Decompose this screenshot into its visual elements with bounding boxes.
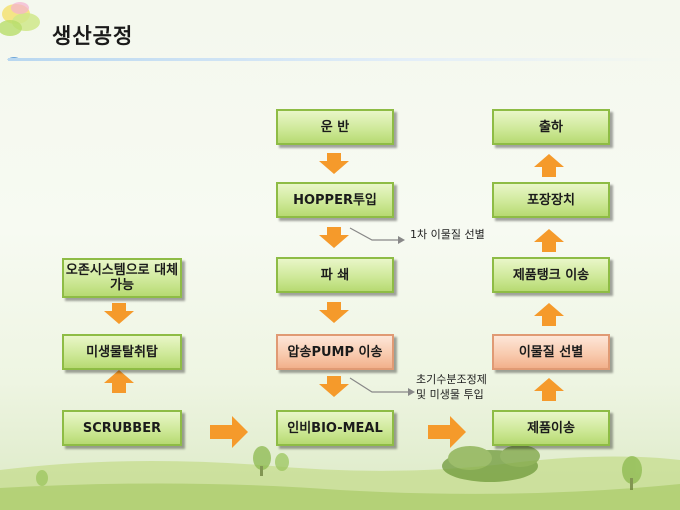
node-tank: 제품탱크 이송 bbox=[492, 257, 610, 293]
arrow-down-icon bbox=[319, 153, 349, 397]
node-transport: 운 반 bbox=[276, 109, 394, 145]
node-biomeal: 인비BIO-MEAL bbox=[276, 410, 394, 446]
arrow-right-icon bbox=[210, 416, 466, 448]
arrow-up-icon bbox=[534, 154, 564, 401]
node-ozone: 오존시스템으로 대체가능 bbox=[62, 258, 182, 298]
leaf-logo-icon bbox=[0, 2, 40, 61]
note-moisture: 초기수분조정제 및 미생물 투입 bbox=[416, 373, 487, 401]
node-microbe-tower: 미생물탈취탑 bbox=[62, 334, 182, 370]
node-packaging: 포장장치 bbox=[492, 182, 610, 218]
node-pump: 압송PUMP 이송 bbox=[276, 334, 394, 370]
left-column-arrows bbox=[104, 303, 134, 393]
note-first-sorting: 1차 이물질 선별 bbox=[410, 228, 485, 241]
callout-arrows bbox=[349, 227, 408, 393]
node-sorting: 이물질 선별 bbox=[492, 334, 610, 370]
page-title: 생산공정 bbox=[52, 24, 134, 48]
node-crush: 파 쇄 bbox=[276, 257, 394, 293]
title-underline bbox=[8, 58, 680, 61]
node-product-transfer: 제품이송 bbox=[492, 410, 610, 446]
node-hopper: HOPPER투입 bbox=[276, 182, 394, 218]
node-shipping: 출하 bbox=[492, 109, 610, 145]
tree-icon bbox=[36, 445, 642, 490]
node-scrubber: SCRUBBER bbox=[62, 410, 182, 446]
